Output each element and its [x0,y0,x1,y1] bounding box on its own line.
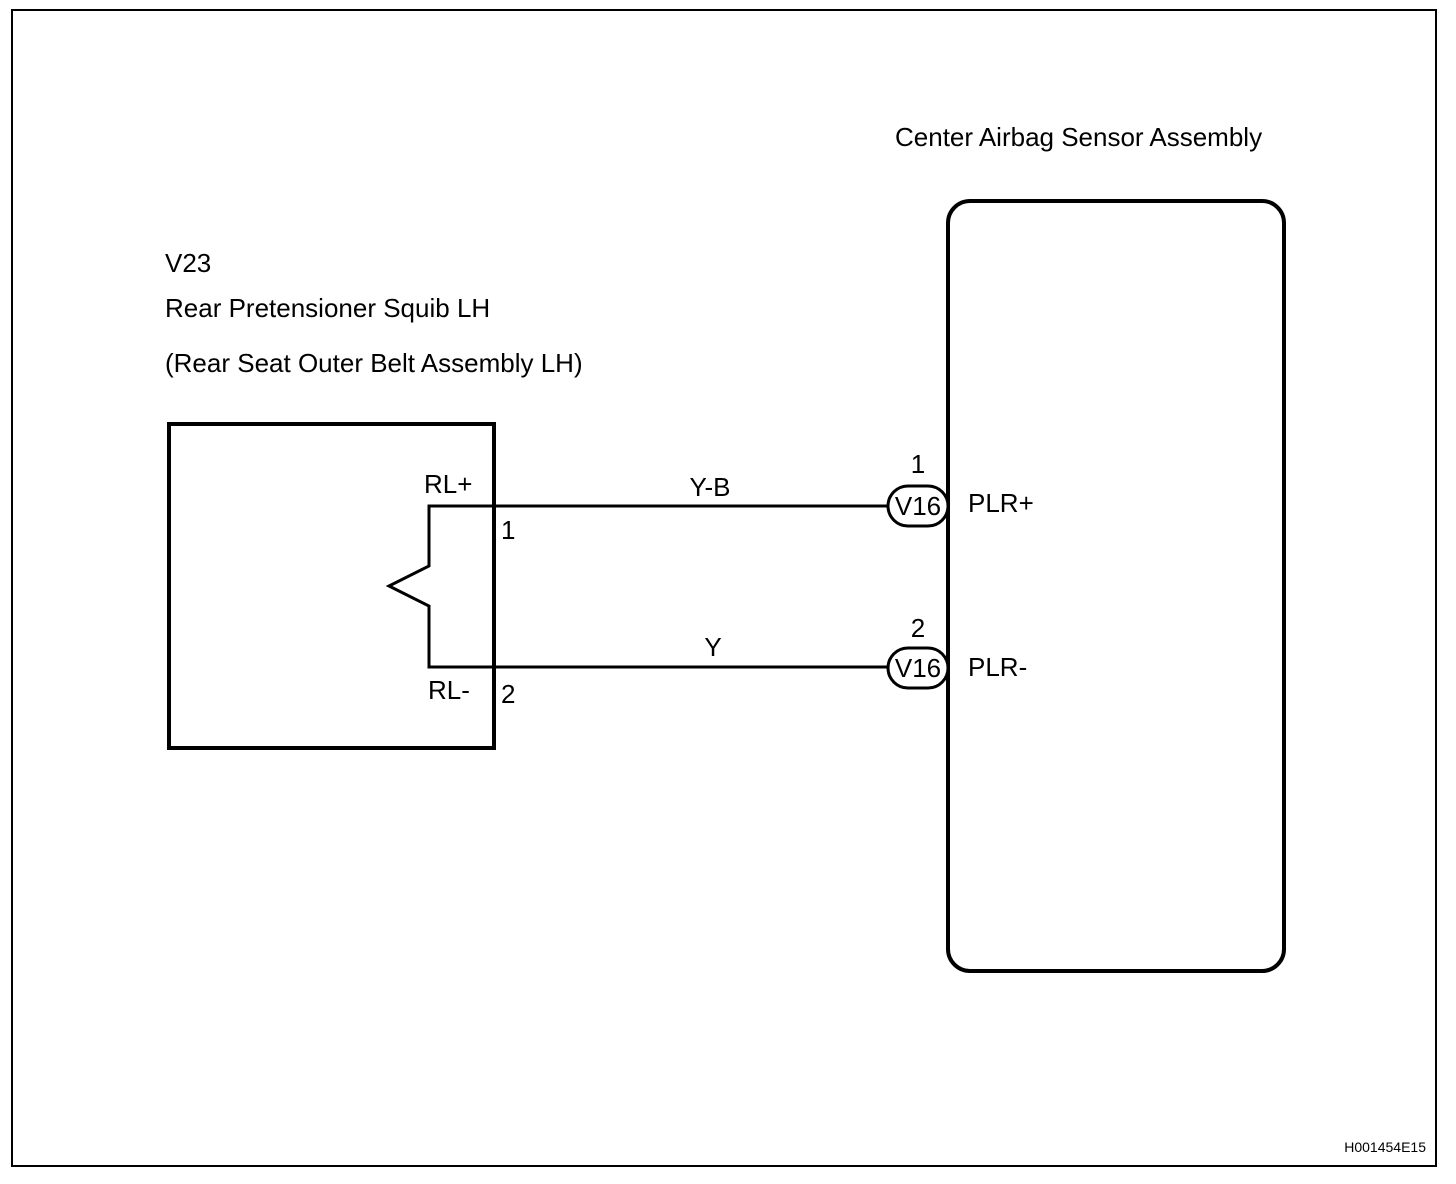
squib-box [167,422,496,750]
squib-pin-2: 2 [501,679,515,709]
ecu-title: Center Airbag Sensor Assembly [895,122,1262,152]
ecu-box [946,199,1286,973]
connector-v16-pin1-label: V16 [895,491,941,521]
squib-subname: (Rear Seat Outer Belt Assembly LH) [165,348,583,378]
ecu-term-plr-plus: PLR+ [968,488,1034,518]
ecu-pin-2: 2 [911,613,925,643]
wire-color-y-b: Y-B [690,472,731,502]
ecu-term-plr-minus: PLR- [968,652,1027,682]
wire-color-y: Y [704,632,721,662]
squib-name: Rear Pretensioner Squib LH [165,293,490,323]
connector-v16-pin1 [886,484,950,528]
squib-term-rl-minus: RL- [428,675,470,705]
squib-code: V23 [165,248,211,278]
figure-code: H001454E15 [1344,1139,1426,1155]
connector-v16-pin2-label: V16 [895,653,941,683]
squib-pin-1: 1 [501,515,515,545]
diagram-frame [11,9,1437,1167]
squib-element-symbol [385,504,494,669]
squib-term-rl-plus: RL+ [424,469,472,499]
connector-v16-pin2 [886,646,950,690]
ecu-pin-1: 1 [911,449,925,479]
